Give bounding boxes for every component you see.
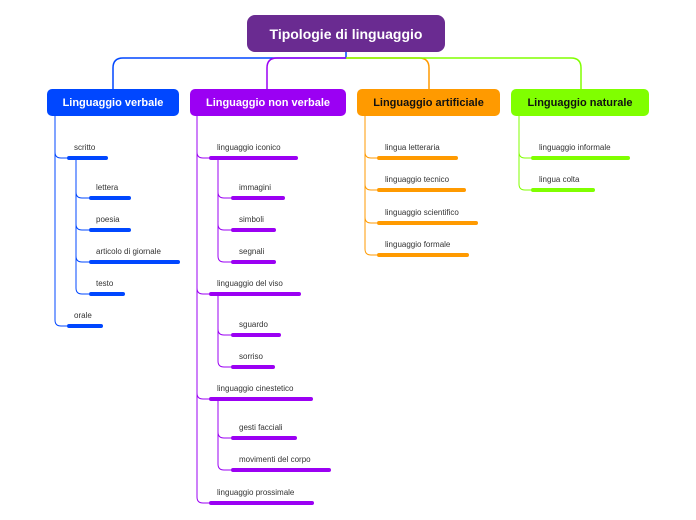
node-simboli[interactable]: simboli — [239, 215, 264, 224]
node-articolo-di-giornale[interactable]: articolo di giornale — [96, 247, 161, 256]
node-immagini[interactable]: immagini — [239, 183, 272, 192]
branch-linguaggio-verbale[interactable]: Linguaggio verbale — [47, 89, 179, 116]
node-lingua-letteraria[interactable]: lingua letteraria — [385, 143, 440, 152]
root-topic[interactable]: Tipologie di linguaggio — [247, 15, 445, 52]
node-linguaggio-tecnico[interactable]: linguaggio tecnico — [385, 175, 450, 184]
node-poesia[interactable]: poesia — [96, 215, 120, 224]
node-linguaggio-formale[interactable]: linguaggio formale — [385, 240, 451, 249]
node-scritto[interactable]: scritto — [74, 143, 96, 152]
node-movimenti-del-corpo[interactable]: movimenti del corpo — [239, 455, 311, 464]
node-sorriso[interactable]: sorriso — [239, 352, 264, 361]
branch-linguaggio-naturale[interactable]: Linguaggio naturale — [511, 89, 649, 116]
node-sguardo[interactable]: sguardo — [239, 320, 268, 329]
node-orale[interactable]: orale — [74, 311, 92, 320]
node-linguaggio-cinestetico[interactable]: linguaggio cinestetico — [217, 384, 294, 393]
node-linguaggio-prossimale[interactable]: linguaggio prossimale — [217, 488, 295, 497]
node-linguaggio-del-viso[interactable]: linguaggio del viso — [217, 279, 283, 288]
branch-linguaggio-non-verbale[interactable]: Linguaggio non verbale — [190, 89, 346, 116]
branch-linguaggio-artificiale[interactable]: Linguaggio artificiale — [357, 89, 500, 116]
node-linguaggio-scientifico[interactable]: linguaggio scientifico — [385, 208, 459, 217]
node-linguaggio-informale[interactable]: linguaggio informale — [539, 143, 611, 152]
node-testo[interactable]: testo — [96, 279, 114, 288]
node-lettera[interactable]: lettera — [96, 183, 119, 192]
node-lingua-colta[interactable]: lingua colta — [539, 175, 580, 184]
node-linguaggio-iconico[interactable]: linguaggio iconico — [217, 143, 281, 152]
node-gesti-facciali[interactable]: gesti facciali — [239, 423, 283, 432]
node-segnali[interactable]: segnali — [239, 247, 265, 256]
